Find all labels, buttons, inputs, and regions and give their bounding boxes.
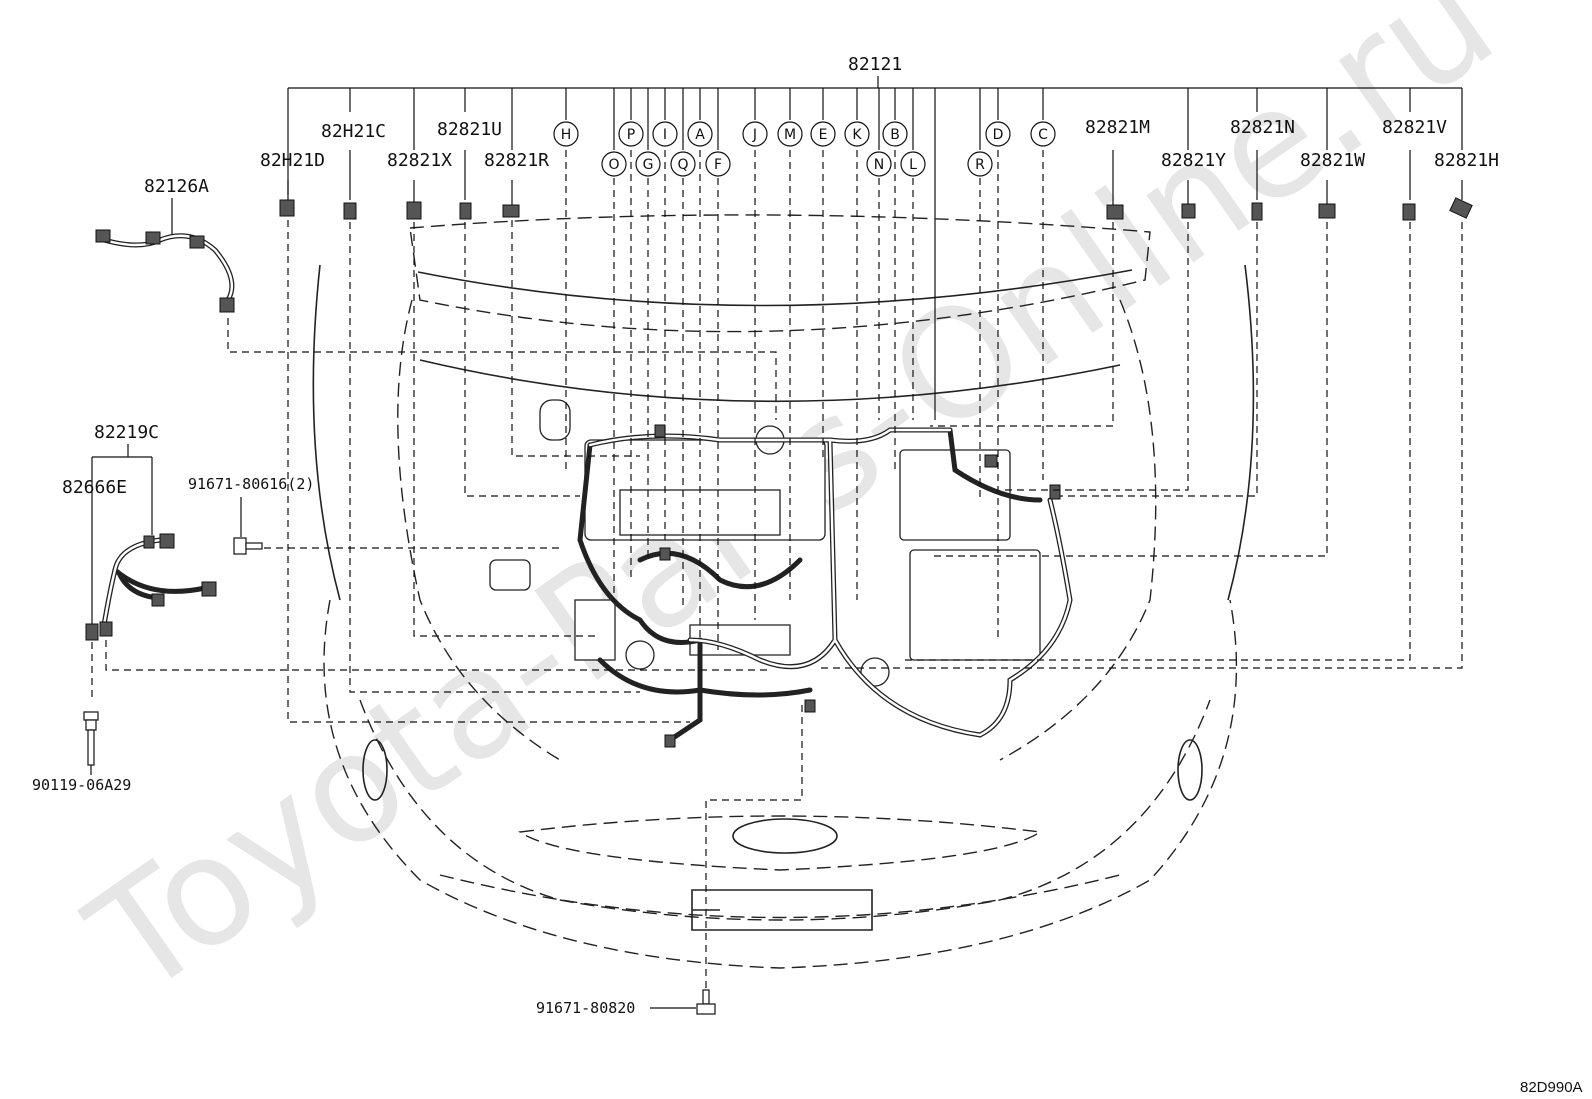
part-number-82821w: 82821W xyxy=(1300,150,1365,171)
callout-f: F xyxy=(705,151,731,177)
callout-d: D xyxy=(985,121,1011,147)
bracket-drops xyxy=(287,88,1463,420)
part-number-82821h: 82821H xyxy=(1434,150,1499,171)
main-part-bracket xyxy=(288,76,1462,89)
svg-text:N: N xyxy=(874,157,884,173)
part-number-91671-80616: 91671-80616(2) xyxy=(188,475,314,493)
svg-text:R: R xyxy=(975,157,985,173)
part-number-82821u: 82821U xyxy=(437,119,502,140)
callout-e: E xyxy=(810,121,836,147)
vehicle-front-outline xyxy=(312,214,1255,969)
callout-a: A xyxy=(687,121,713,147)
callout-b: B xyxy=(882,121,908,147)
sub-harness-82126a xyxy=(95,198,777,420)
callout-m: M xyxy=(777,121,803,147)
callout-q: Q xyxy=(670,151,696,177)
callout-g: G xyxy=(635,151,661,177)
svg-text:H: H xyxy=(561,127,572,143)
part-number-82121: 82121 xyxy=(848,54,902,75)
part-number-82126a: 82126A xyxy=(144,176,209,197)
part-number-82821x: 82821X xyxy=(387,150,452,171)
connector-leader-lines xyxy=(287,150,1463,723)
svg-text:F: F xyxy=(714,157,722,173)
callout-j: J xyxy=(742,121,768,147)
callout-n: N xyxy=(866,151,892,177)
part-number-90119-06a29: 90119-06A29 xyxy=(32,776,131,794)
part-number-82821v: 82821V xyxy=(1382,117,1447,138)
part-number-82821y: 82821Y xyxy=(1161,150,1226,171)
svg-text:Q: Q xyxy=(677,157,688,173)
svg-text:M: M xyxy=(784,127,796,143)
part-number-82821m: 82821M xyxy=(1085,117,1150,138)
top-connectors xyxy=(279,150,1473,221)
callout-r: R xyxy=(967,151,993,177)
callout-c: C xyxy=(1030,121,1056,147)
callout-o: O xyxy=(601,151,627,177)
callout-p: P xyxy=(618,121,644,147)
callout-circles: H P O G I Q A F J M E K N B L R D C xyxy=(553,121,1056,177)
svg-text:C: C xyxy=(1038,127,1048,143)
callout-i: I xyxy=(652,121,678,147)
svg-text:L: L xyxy=(909,157,917,173)
callout-k: K xyxy=(844,121,870,147)
svg-text:P: P xyxy=(627,127,635,143)
part-number-82219c: 82219C xyxy=(94,422,159,443)
engine-harness-routing xyxy=(577,424,1073,748)
svg-text:I: I xyxy=(663,127,667,143)
callout-l: L xyxy=(900,151,926,177)
bolt-91671-80616-icon xyxy=(233,497,560,555)
svg-text:B: B xyxy=(890,127,900,143)
svg-text:E: E xyxy=(819,127,828,143)
svg-text:A: A xyxy=(695,127,705,143)
bolt-91671-80820-icon xyxy=(650,705,803,1015)
svg-text:D: D xyxy=(993,127,1004,143)
part-number-82h21c: 82H21C xyxy=(321,121,386,142)
part-number-91671-80820: 91671-80820 xyxy=(536,999,635,1017)
callout-h: H xyxy=(553,121,579,147)
part-number-82821r: 82821R xyxy=(484,150,549,171)
diagram-code: 82D990A xyxy=(1520,1079,1583,1096)
part-number-82666e: 82666E xyxy=(62,477,127,498)
svg-text:G: G xyxy=(643,157,654,173)
sub-harness-82219c xyxy=(85,444,770,700)
svg-text:O: O xyxy=(608,157,619,173)
part-number-82821n: 82821N xyxy=(1230,117,1295,138)
part-number-82h21d: 82H21D xyxy=(260,150,325,171)
svg-text:J: J xyxy=(752,127,757,143)
bolt-90119-06a29-icon xyxy=(83,711,99,775)
svg-text:K: K xyxy=(852,127,862,143)
